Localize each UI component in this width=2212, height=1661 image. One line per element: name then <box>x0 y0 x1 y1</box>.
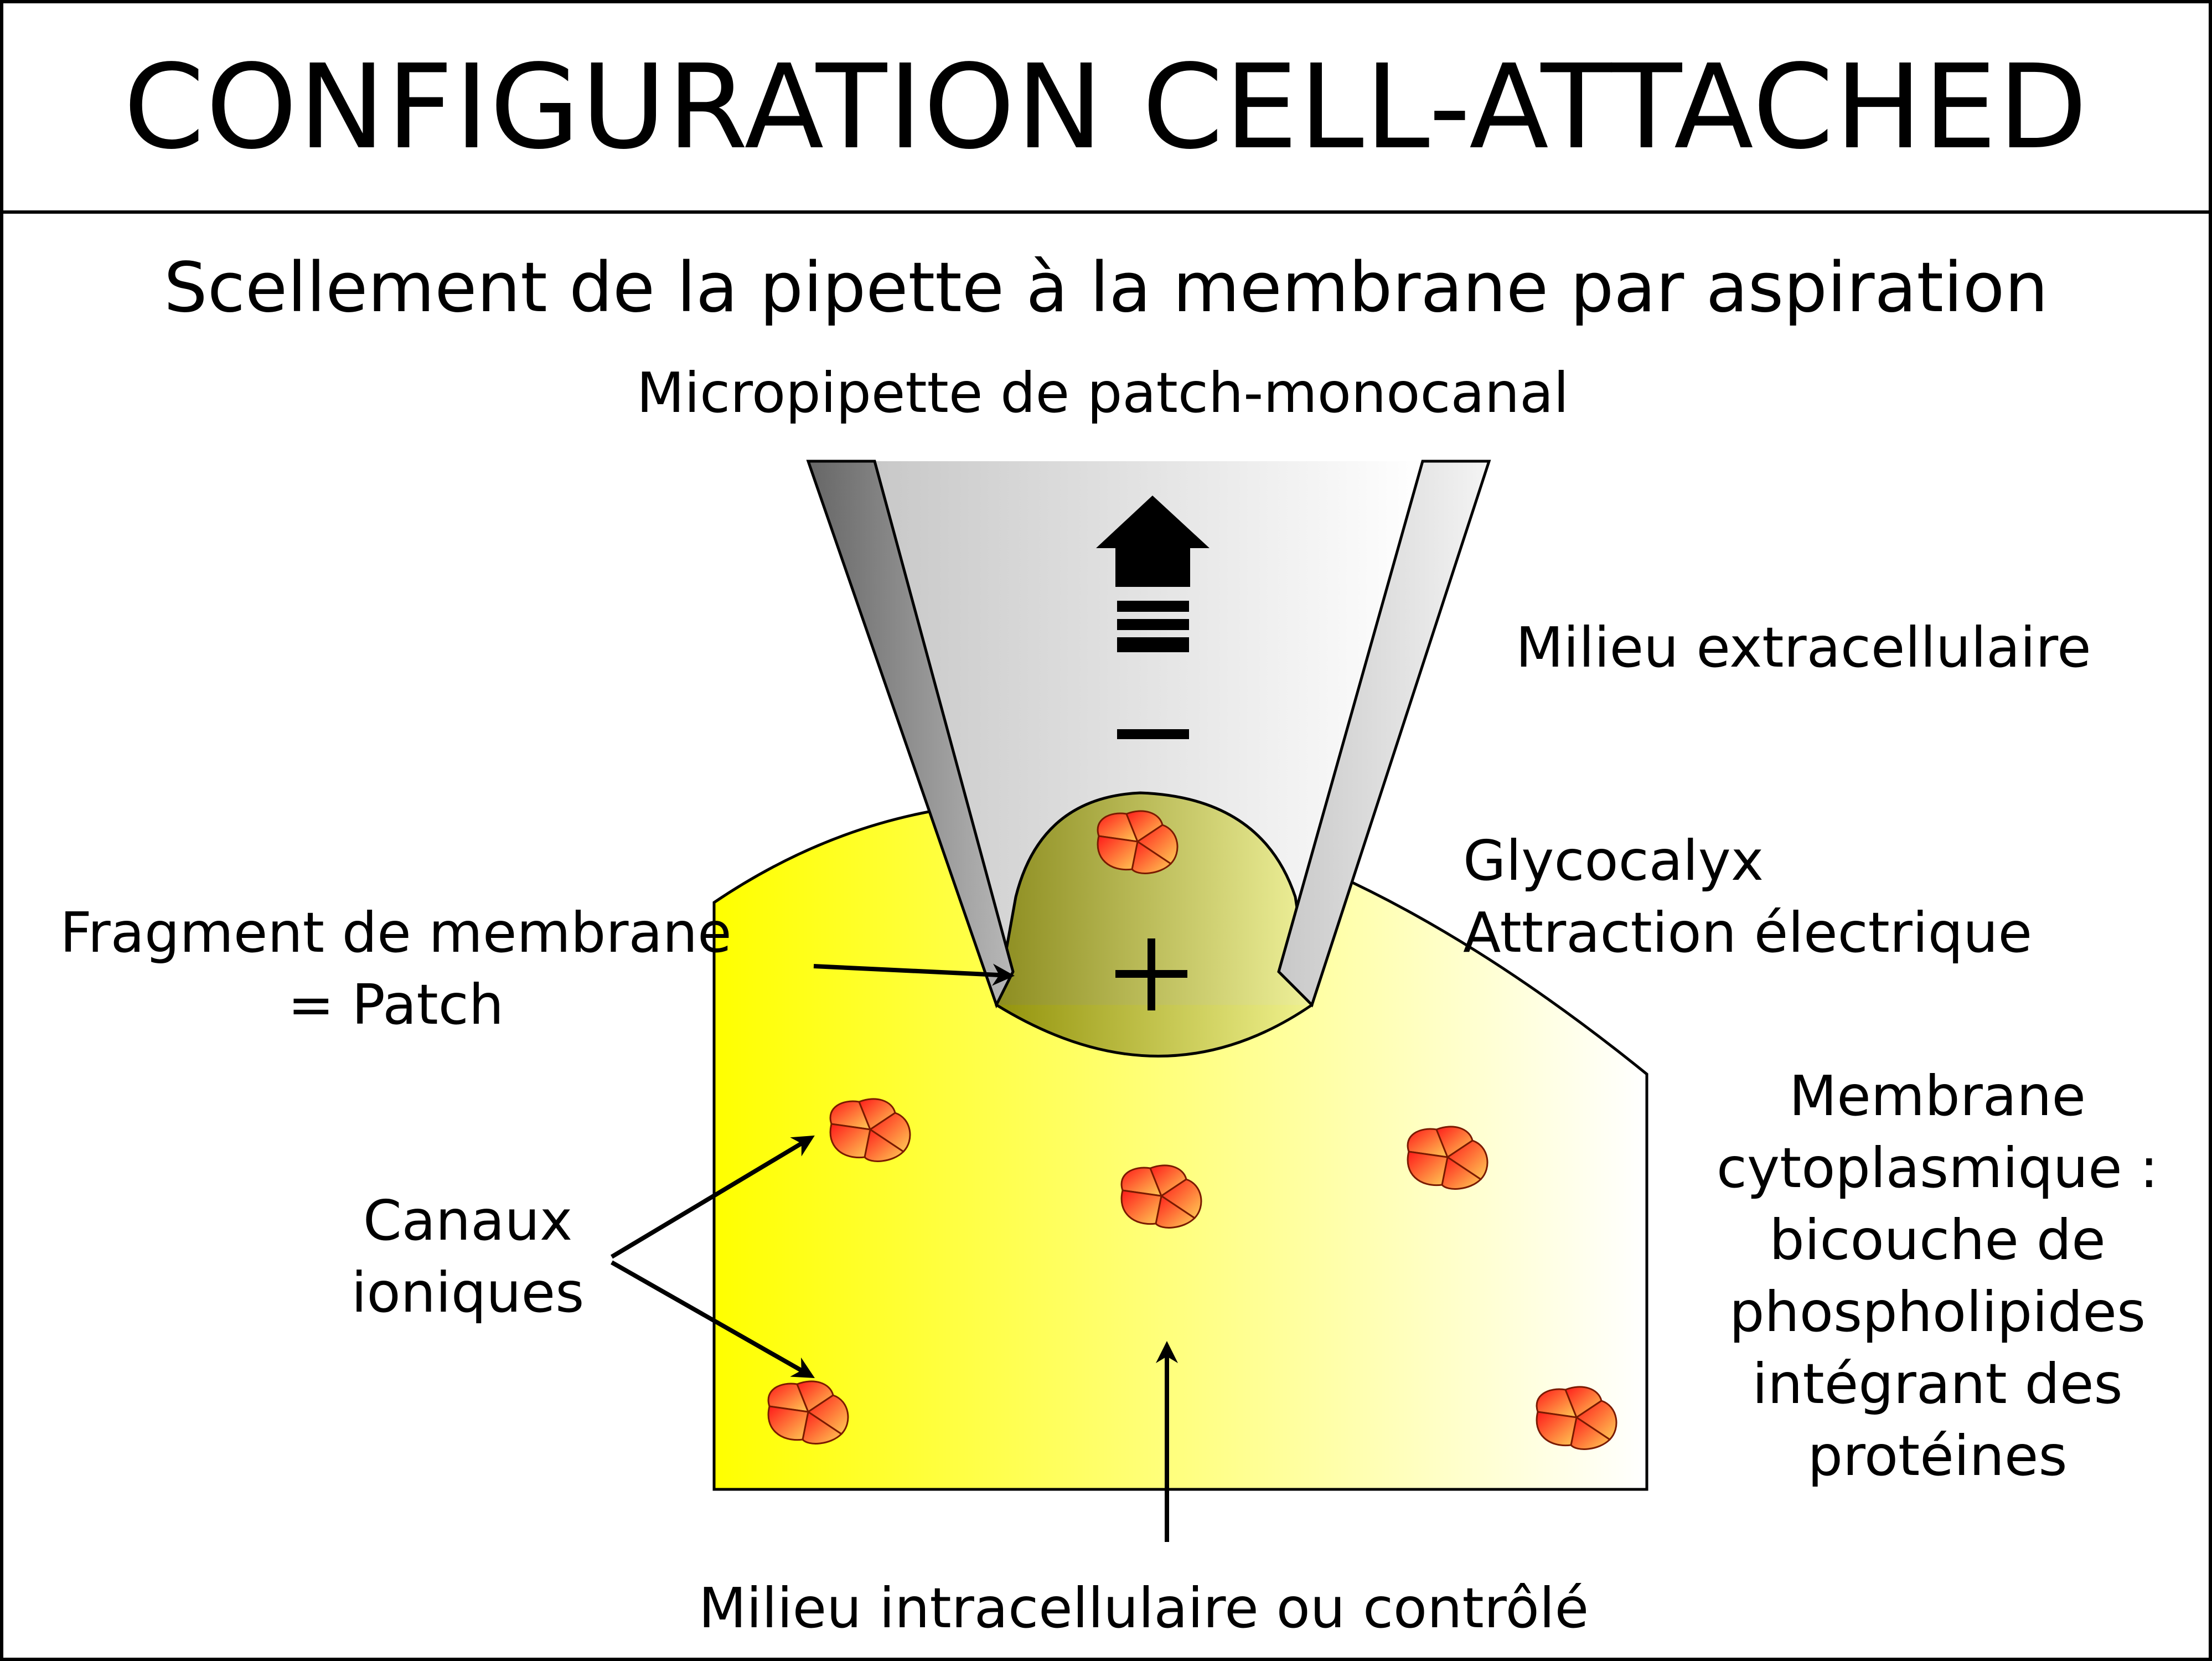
label-membrane-line1: Membrane <box>1789 1064 2086 1128</box>
membrane-patch <box>995 791 1314 1058</box>
channel-pointer-arrow <box>611 1260 815 1378</box>
label-fragment: Fragment de membrane = Patch <box>33 897 758 1041</box>
label-glycocalyx: Glycocalyx <box>1463 828 1764 893</box>
label-attraction: Attraction électrique <box>1463 900 2033 965</box>
plus-sign-icon <box>1148 938 1155 1010</box>
label-membrane-line2: cytoplasmique : <box>1716 1136 2159 1200</box>
label-membrane-line6: protéines <box>1807 1423 2068 1488</box>
aspiration-arrow-icon <box>1096 496 1210 587</box>
patch-pointer-arrow <box>813 963 1015 986</box>
label-extracellular: Milieu extracellulaire <box>1516 615 2091 680</box>
label-channels-line1: Canaux <box>363 1188 573 1253</box>
label-channels: Canaux ioniques <box>321 1185 614 1329</box>
label-micropipette: Micropipette de patch-monocanal <box>637 360 1569 425</box>
subtitle: Scellement de la pipette à la membrane p… <box>164 248 2048 328</box>
label-intracellular: Milieu intracellulaire ou contrôlé <box>699 1576 1589 1641</box>
aspiration-bar-icon <box>1117 644 1189 652</box>
pipette-right-wall <box>1277 460 1491 1008</box>
aspiration-bar-icon <box>1117 601 1189 612</box>
title-banner: CONFIGURATION CELL-ATTACHED <box>3 3 2209 214</box>
label-fragment-line2: = Patch <box>287 972 504 1037</box>
label-channels-line2: ioniques <box>351 1260 585 1325</box>
label-fragment-line1: Fragment de membrane <box>60 900 732 965</box>
label-membrane-line4: phospholipides <box>1729 1280 2146 1344</box>
channel-pointer-arrow <box>610 1135 815 1259</box>
minus-sign-icon <box>1117 729 1189 739</box>
label-membrane: Membrane cytoplasmique : bicouche de pho… <box>1677 1060 2198 1492</box>
aspiration-bar-icon <box>1117 619 1189 630</box>
page-title: CONFIGURATION CELL-ATTACHED <box>123 39 2089 175</box>
label-membrane-line5: intégrant des <box>1752 1352 2123 1416</box>
label-membrane-line3: bicouche de <box>1769 1208 2106 1272</box>
